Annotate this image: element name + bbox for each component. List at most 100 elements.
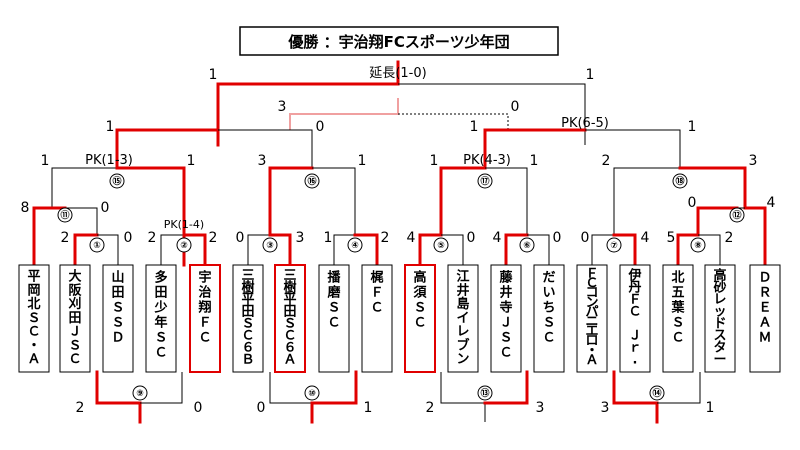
m14-line-left [612, 370, 659, 424]
team-8[interactable]: 播磨ＳＣ [318, 264, 350, 373]
team-box [102, 264, 134, 373]
team-box [318, 264, 350, 373]
qf18-line-left [613, 167, 680, 235]
team-box [749, 264, 781, 373]
m12-score-right: 4 [767, 195, 776, 211]
m10-line-right [310, 370, 358, 424]
match-score-right: 0 [553, 230, 562, 246]
team-box [576, 264, 608, 373]
team-2[interactable]: 大阪刈田ＪＳＣ [59, 264, 91, 373]
m11-line-right [65, 207, 98, 235]
team-18[interactable]: ＤＲＥＡＭ [749, 264, 781, 373]
qf15-note: PK(1-3) [85, 153, 133, 168]
team-12[interactable]: 藤井寺ＪＳＣ [490, 264, 522, 373]
m9-badge [132, 385, 148, 401]
qf15-score-left: 1 [41, 153, 50, 169]
m12-num: ⑫ [732, 209, 741, 221]
team-name: 播磨ＳＣ [327, 270, 341, 331]
match-score-left: 0 [581, 230, 590, 246]
team-box [232, 264, 264, 373]
team-box [361, 264, 393, 373]
match-badge [690, 237, 706, 253]
team-10[interactable]: 高須ＳＣ [404, 264, 436, 373]
m12-score-left: 0 [688, 195, 697, 211]
team-name: 梶ＦＣ [370, 270, 383, 316]
semi1-line-right [218, 129, 313, 168]
match-num: ⑧ [694, 241, 702, 251]
qf17-note: PK(4-3) [463, 153, 511, 168]
team-9[interactable]: 梶ＦＣ [361, 264, 393, 373]
team-16[interactable]: 北五葉ＳＣ [662, 264, 694, 373]
m9-num: ⑨ [136, 389, 144, 399]
m7-line-right [612, 233, 637, 267]
match-score-left: 1 [324, 230, 333, 246]
match-score-right: 0 [467, 230, 476, 246]
m11-line-left [32, 206, 67, 267]
match-badge [433, 237, 449, 253]
qf15-line-right [115, 166, 186, 267]
m6-line-left [504, 233, 529, 267]
team-13[interactable]: だいちＳＣ [533, 264, 565, 373]
m8-line-left [676, 233, 700, 267]
match-score-left: 5 [667, 230, 676, 246]
final-note: 延長(1-0) [369, 66, 426, 81]
match-badge [606, 237, 622, 253]
m10-score-right: 1 [364, 400, 373, 416]
team-box [189, 264, 221, 373]
m7-line-left [591, 234, 614, 265]
m13-num: ⑬ [480, 387, 489, 399]
team-box [145, 264, 177, 373]
qf18-score-left: 2 [602, 153, 611, 169]
team-11[interactable]: 江井島イレブン [447, 264, 479, 373]
team-name: 三樹平田ＳＣ６Ａ [283, 268, 296, 367]
team-box [18, 264, 50, 373]
team-5[interactable]: 宇治翔ＦＣ [189, 264, 221, 373]
m13-score-right: 3 [536, 400, 545, 416]
team-1[interactable]: 平岡北ＳＣ・Ａ [18, 264, 50, 373]
qf16-score-left: 3 [258, 153, 267, 169]
match-score-right: 4 [641, 230, 650, 246]
m13-score-left: 2 [426, 400, 435, 416]
m14-badge [649, 385, 665, 401]
team-17[interactable]: 高砂レッドスター [704, 264, 736, 373]
qf17-line-right [485, 167, 528, 235]
team-box [447, 264, 479, 373]
team-4[interactable]: 多田少年ＳＣ [145, 264, 177, 373]
match-badge [89, 237, 105, 253]
m11-badge [57, 207, 73, 223]
match-score-left: 4 [493, 230, 502, 246]
m2-line-right [182, 233, 207, 267]
qf17-score-left: 1 [430, 153, 439, 169]
qf17-badge [477, 173, 493, 189]
third-place-line-right [398, 113, 509, 130]
qf18-line-right [678, 166, 767, 267]
m14-score-right: 1 [706, 400, 715, 416]
semi1-score-left: 1 [106, 119, 115, 135]
team-15[interactable]: 伊丹ＦＣ Ｊｒ. [619, 264, 651, 373]
match-num: ① [93, 241, 101, 251]
team-boxes: 平岡北ＳＣ・Ａ 大阪刈田ＪＳＣ 山田ＳＳＤ 多田少年ＳＣ 宇治翔ＦＣ 三樹平田ＳＣ６Ｂ 三樹… [18, 264, 781, 373]
match-score-left: 4 [407, 230, 416, 246]
m9-line-right [140, 372, 183, 404]
team-7[interactable]: 三樹平田ＳＣ６Ａ [274, 264, 306, 373]
qf16-score-right: 1 [358, 153, 367, 169]
semi2-note: PK(6-5) [561, 116, 609, 131]
team-name: 多田少年ＳＣ [153, 270, 167, 361]
match-num: ⑥ [523, 241, 531, 251]
m4-line-left [333, 234, 355, 265]
team-14[interactable]: ＦＣコンパニエロ・Ａ [576, 264, 608, 373]
match-num: ④ [351, 241, 359, 251]
m6-line-right [527, 234, 550, 265]
team-3[interactable]: 山田ＳＳＤ [102, 264, 134, 373]
team-6[interactable]: 三樹平田ＳＣ６Ｂ [232, 264, 264, 373]
match-badge [262, 237, 278, 253]
m14-num: ⑭ [652, 387, 661, 399]
m9-score-right: 0 [194, 400, 203, 416]
team-name: 大阪刈田ＪＳＣ [68, 269, 82, 367]
